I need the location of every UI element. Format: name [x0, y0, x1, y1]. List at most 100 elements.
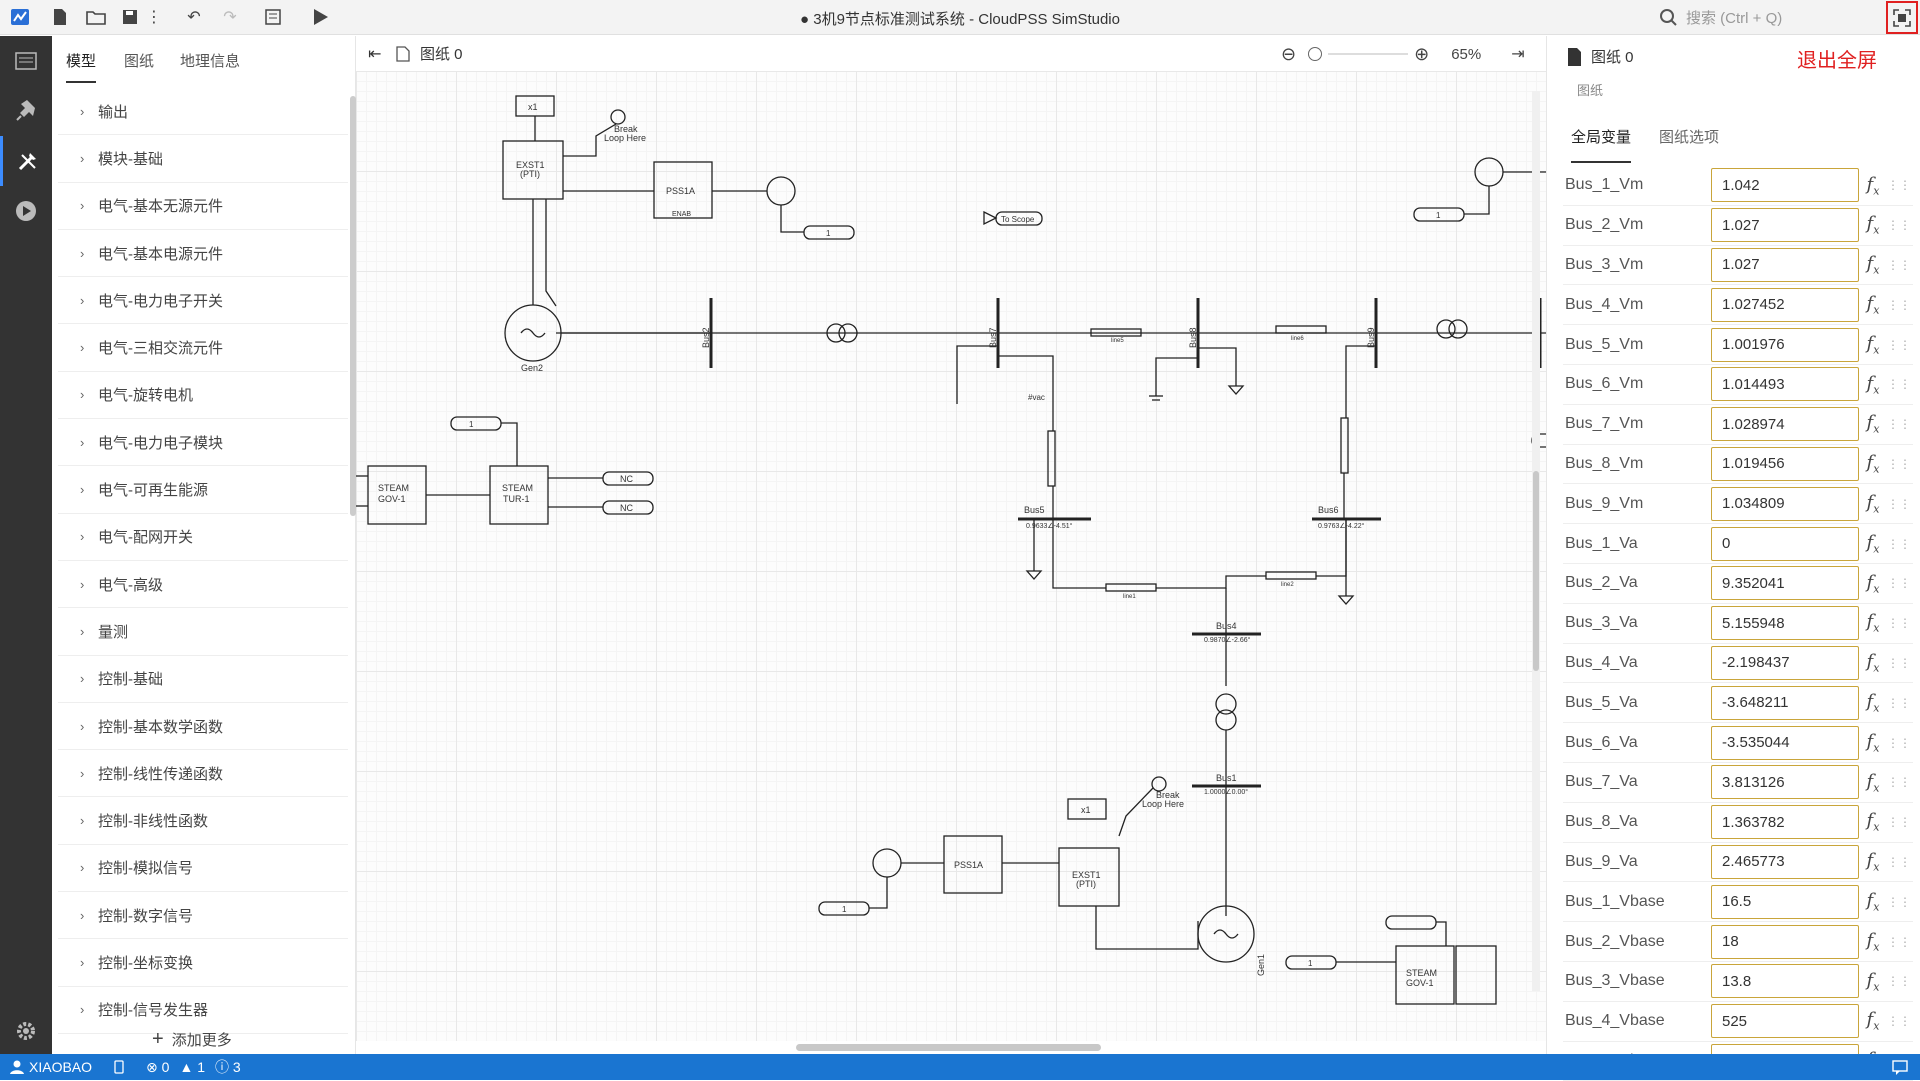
open-folder-icon[interactable] — [84, 5, 108, 29]
more-icon[interactable]: ⋮ — [146, 9, 162, 26]
variable-value-input[interactable]: 9.352041 — [1711, 566, 1859, 601]
drag-handle-icon[interactable]: ⋮⋮ — [1887, 576, 1911, 591]
tree-item[interactable]: ›控制-模拟信号 — [58, 845, 348, 893]
function-icon[interactable]: fx — [1866, 372, 1880, 397]
drag-handle-icon[interactable]: ⋮⋮ — [1887, 934, 1911, 949]
run-icon[interactable] — [308, 5, 332, 29]
rail-settings-button[interactable] — [0, 1006, 52, 1056]
variable-value-input[interactable]: 16.5 — [1711, 884, 1859, 919]
variable-value-input[interactable]: 2.465773 — [1711, 844, 1859, 879]
app-logo-icon[interactable] — [8, 5, 32, 29]
warning-count[interactable]: ▲ 1 — [179, 1059, 205, 1075]
drag-handle-icon[interactable]: ⋮⋮ — [1887, 218, 1911, 233]
tree-item[interactable]: ›控制-线性传递函数 — [58, 750, 348, 798]
tree-item[interactable]: ›电气-可再生能源 — [58, 466, 348, 514]
variable-value-input[interactable]: 5.155948 — [1711, 606, 1859, 641]
drag-handle-icon[interactable]: ⋮⋮ — [1887, 894, 1911, 909]
function-icon[interactable]: fx — [1866, 213, 1880, 237]
variable-value-input[interactable]: 525 — [1711, 1004, 1859, 1039]
variable-value-input[interactable]: 1.019456 — [1711, 446, 1859, 481]
drag-handle-icon[interactable]: ⋮⋮ — [1887, 417, 1911, 432]
function-icon[interactable]: fx — [1866, 889, 1880, 914]
collapse-right-icon[interactable]: ⇥ — [1511, 46, 1525, 63]
error-count[interactable]: ⊗ 0 — [146, 1059, 169, 1076]
tab-model[interactable]: 模型 — [66, 50, 97, 83]
horizontal-scrollbar[interactable] — [796, 1044, 1101, 1051]
tree-item[interactable]: ›电气-配网开关 — [58, 514, 348, 561]
function-icon[interactable]: fx — [1866, 292, 1880, 317]
function-icon[interactable]: fx — [1866, 651, 1880, 675]
tree-item[interactable]: ›控制-数字信号 — [58, 892, 348, 940]
search-box[interactable]: 搜索 (Ctrl + Q) — [1660, 5, 1875, 30]
variable-value-input[interactable]: 1.027 — [1711, 208, 1859, 243]
rail-overview-button[interactable] — [0, 36, 52, 86]
edit-list-icon[interactable] — [262, 5, 286, 29]
document-tab[interactable]: 图纸 0 — [396, 36, 596, 71]
tree-item[interactable]: ›控制-基础 — [58, 656, 348, 703]
function-icon[interactable]: fx — [1866, 332, 1880, 357]
chat-icon[interactable] — [1892, 1059, 1908, 1078]
drag-handle-icon[interactable]: ⋮⋮ — [1887, 775, 1911, 790]
add-more-button[interactable]: +添加更多 — [152, 1028, 232, 1051]
drag-handle-icon[interactable]: ⋮⋮ — [1887, 257, 1911, 272]
function-icon[interactable]: fx — [1866, 929, 1880, 954]
drag-handle-icon[interactable]: ⋮⋮ — [1887, 178, 1911, 193]
variable-value-input[interactable]: 3.813126 — [1711, 765, 1859, 800]
function-icon[interactable]: fx — [1866, 850, 1880, 874]
info-count[interactable]: ⓘ 3 — [215, 1057, 241, 1077]
function-icon[interactable]: fx — [1866, 173, 1880, 198]
tree-item[interactable]: ›输出 — [58, 88, 348, 136]
tab-drawing-options[interactable]: 图纸选项 — [1659, 129, 1720, 146]
collapse-left-icon[interactable]: ⇤ — [368, 46, 382, 63]
tree-item[interactable]: ›电气-电力电子开关 — [58, 277, 348, 325]
panel-scrollbar[interactable] — [350, 96, 356, 516]
variable-value-input[interactable]: -3.648211 — [1711, 685, 1859, 720]
drag-handle-icon[interactable]: ⋮⋮ — [1887, 496, 1911, 511]
zoom-out-icon[interactable]: ⊖ — [1281, 43, 1297, 64]
tree-item[interactable]: ›电气-基本电源元件 — [58, 230, 348, 278]
variable-value-input[interactable]: 1.363782 — [1711, 805, 1859, 840]
drag-handle-icon[interactable]: ⋮⋮ — [1887, 735, 1911, 750]
storage-icon[interactable] — [114, 1060, 124, 1074]
tree-item[interactable]: ›电气-三相交流元件 — [58, 324, 348, 372]
tree-item[interactable]: ›量测 — [58, 608, 348, 656]
variable-value-input[interactable]: -3.535044 — [1711, 725, 1859, 760]
tree-item[interactable]: ›控制-坐标变换 — [58, 939, 348, 987]
drag-handle-icon[interactable]: ⋮⋮ — [1887, 337, 1911, 352]
tree-item[interactable]: ›电气-高级 — [58, 561, 348, 609]
variable-value-input[interactable]: 1.027452 — [1711, 287, 1859, 322]
function-icon[interactable]: fx — [1866, 491, 1880, 516]
variable-value-input[interactable]: 1.014493 — [1711, 367, 1859, 402]
variable-value-input[interactable]: 0 — [1711, 526, 1859, 561]
variable-value-input[interactable]: 1.001976 — [1711, 327, 1859, 362]
circuit-diagram[interactable]: x1 Break Loop Here EXST1 (PTI) PSS1A ENA… — [356, 71, 1546, 1041]
function-icon[interactable]: fx — [1866, 253, 1880, 277]
zoom-in-icon[interactable]: ⊕ — [1414, 43, 1430, 64]
function-icon[interactable]: fx — [1866, 571, 1880, 596]
drag-handle-icon[interactable]: ⋮⋮ — [1887, 1014, 1911, 1029]
rail-plugin-button[interactable] — [0, 86, 52, 136]
zoom-slider-thumb[interactable] — [1308, 47, 1323, 61]
drag-handle-icon[interactable]: ⋮⋮ — [1887, 456, 1911, 471]
function-icon[interactable]: fx — [1866, 531, 1880, 556]
vertical-scroll-thumb[interactable] — [1533, 471, 1539, 671]
drag-handle-icon[interactable]: ⋮⋮ — [1887, 695, 1911, 710]
drag-handle-icon[interactable]: ⋮⋮ — [1887, 297, 1911, 312]
tree-item[interactable]: ›控制-基本数学函数 — [58, 703, 348, 751]
tab-geo-info[interactable]: 地理信息 — [180, 53, 241, 70]
function-icon[interactable]: fx — [1866, 770, 1880, 795]
drag-handle-icon[interactable]: ⋮⋮ — [1887, 854, 1911, 869]
variable-value-input[interactable]: 13.8 — [1711, 964, 1859, 999]
save-icon[interactable] — [118, 5, 142, 29]
function-icon[interactable]: fx — [1866, 1009, 1880, 1033]
tab-global-variables[interactable]: 全局变量 — [1571, 126, 1632, 163]
tab-drawing[interactable]: 图纸 — [124, 53, 155, 70]
drag-handle-icon[interactable]: ⋮⋮ — [1887, 616, 1911, 631]
function-icon[interactable]: fx — [1866, 452, 1880, 476]
user-status[interactable]: XIAOBAO — [10, 1059, 92, 1075]
variable-value-input[interactable]: 1.027 — [1711, 247, 1859, 282]
diagram-canvas[interactable]: x1 Break Loop Here EXST1 (PTI) PSS1A ENA… — [356, 71, 1546, 1041]
tree-item[interactable]: ›电气-旋转电机 — [58, 372, 348, 420]
tree-item[interactable]: ›电气-基本无源元件 — [58, 183, 348, 230]
function-icon[interactable]: fx — [1866, 810, 1880, 834]
